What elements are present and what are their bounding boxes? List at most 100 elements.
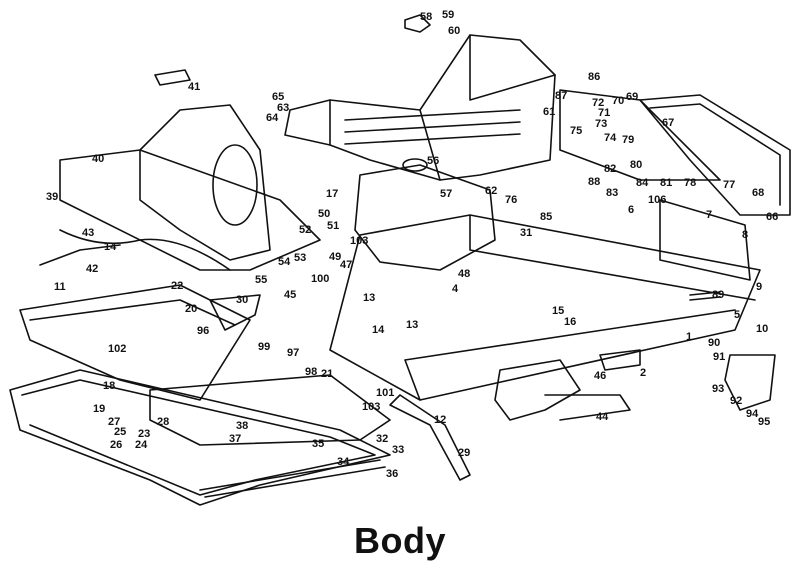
callout-82: 82	[604, 163, 616, 175]
callout-24: 24	[135, 439, 148, 451]
fuel-tank	[354, 164, 496, 271]
callout-50: 50	[318, 208, 330, 220]
callout-81: 81	[660, 177, 672, 189]
callout-13a: 13	[363, 292, 375, 304]
callout-25: 25	[114, 426, 126, 438]
callout-14b: 14	[372, 324, 385, 336]
callout-106: 106	[648, 194, 666, 206]
callout-103: 103	[350, 235, 368, 247]
callout-55: 55	[255, 274, 267, 286]
callout-76: 76	[505, 194, 517, 206]
callout-20: 20	[185, 303, 197, 315]
callout-96: 96	[197, 325, 209, 337]
callout-8: 8	[742, 229, 748, 241]
callout-47: 47	[340, 259, 352, 271]
rear-bumper	[639, 94, 791, 216]
callout-32: 32	[376, 433, 388, 445]
front-bumper	[9, 369, 391, 506]
callout-94: 94	[746, 408, 759, 420]
callout-7: 7	[706, 209, 712, 221]
callout-80: 80	[630, 159, 642, 171]
callout-36: 36	[386, 468, 398, 480]
callout-48: 48	[458, 268, 470, 280]
callout-43: 43	[82, 227, 94, 239]
callout-46: 46	[594, 370, 606, 382]
callout-labels: 58 59 60 41 86 65 63 64 87 61 72 70 69 7…	[46, 9, 778, 480]
callout-51: 51	[327, 220, 339, 232]
callout-58: 58	[420, 11, 432, 23]
callout-35: 35	[312, 438, 324, 450]
callout-71: 71	[598, 107, 610, 119]
callout-95: 95	[758, 416, 770, 428]
callout-29: 29	[458, 447, 470, 459]
callout-38: 38	[236, 420, 248, 432]
callout-39: 39	[46, 191, 58, 203]
main-pan	[329, 214, 761, 401]
callout-101: 101	[376, 387, 394, 399]
callout-17: 17	[326, 188, 338, 200]
callout-26: 26	[110, 439, 122, 451]
callout-53: 53	[294, 252, 306, 264]
callout-2: 2	[640, 367, 646, 379]
callout-91: 91	[713, 351, 725, 363]
callout-73: 73	[595, 118, 607, 130]
callout-19: 19	[93, 403, 105, 415]
diagram-caption: Body	[354, 520, 446, 561]
callout-42: 42	[86, 263, 98, 275]
callout-44: 44	[596, 411, 609, 423]
callout-99: 99	[258, 341, 270, 353]
callout-84: 84	[636, 177, 649, 189]
callout-83: 83	[606, 187, 618, 199]
callout-41: 41	[188, 81, 200, 93]
callout-103b: 103	[362, 401, 380, 413]
callout-52: 52	[299, 224, 311, 236]
callout-1: 1	[686, 331, 692, 343]
callout-54: 54	[278, 256, 291, 268]
callout-67: 67	[662, 117, 674, 129]
callout-93: 93	[712, 383, 724, 395]
callout-78: 78	[684, 177, 696, 189]
callout-61: 61	[543, 106, 555, 118]
callout-56: 56	[427, 155, 439, 167]
callout-22: 22	[171, 280, 183, 292]
callout-37: 37	[229, 433, 241, 445]
callout-33: 33	[392, 444, 404, 456]
callout-49: 49	[329, 251, 341, 263]
callout-11: 11	[54, 281, 66, 293]
callout-4: 4	[452, 283, 459, 295]
callout-16: 16	[564, 316, 576, 328]
callout-86: 86	[588, 71, 600, 83]
callout-98: 98	[305, 366, 317, 378]
callout-18: 18	[103, 380, 115, 392]
callout-102: 102	[108, 343, 126, 355]
callout-64: 64	[266, 112, 279, 124]
callout-23: 23	[138, 428, 150, 440]
callout-63: 63	[277, 102, 289, 114]
callout-66: 66	[766, 211, 778, 223]
console	[139, 104, 271, 261]
callout-57: 57	[440, 188, 452, 200]
callout-28: 28	[157, 416, 169, 428]
callout-92: 92	[730, 395, 742, 407]
callout-59: 59	[442, 9, 454, 21]
callout-87: 87	[555, 90, 567, 102]
callout-72: 72	[592, 97, 604, 109]
callout-31: 31	[520, 227, 532, 239]
callout-89: 89	[712, 289, 724, 301]
diagram-drawing: 58 59 60 41 86 65 63 64 87 61 72 70 69 7…	[9, 9, 791, 506]
callout-68: 68	[752, 187, 764, 199]
callout-70: 70	[612, 95, 624, 107]
callout-30: 30	[236, 294, 248, 306]
callout-27: 27	[108, 416, 120, 428]
callout-97: 97	[287, 347, 299, 359]
callout-13b: 13	[406, 319, 418, 331]
callout-85: 85	[540, 211, 552, 223]
callout-100: 100	[311, 273, 329, 285]
callout-40: 40	[92, 153, 104, 165]
callout-6: 6	[628, 204, 634, 216]
left-running-board	[19, 284, 251, 401]
callout-60: 60	[448, 25, 460, 37]
callout-77: 77	[723, 179, 735, 191]
callout-79: 79	[622, 134, 634, 146]
